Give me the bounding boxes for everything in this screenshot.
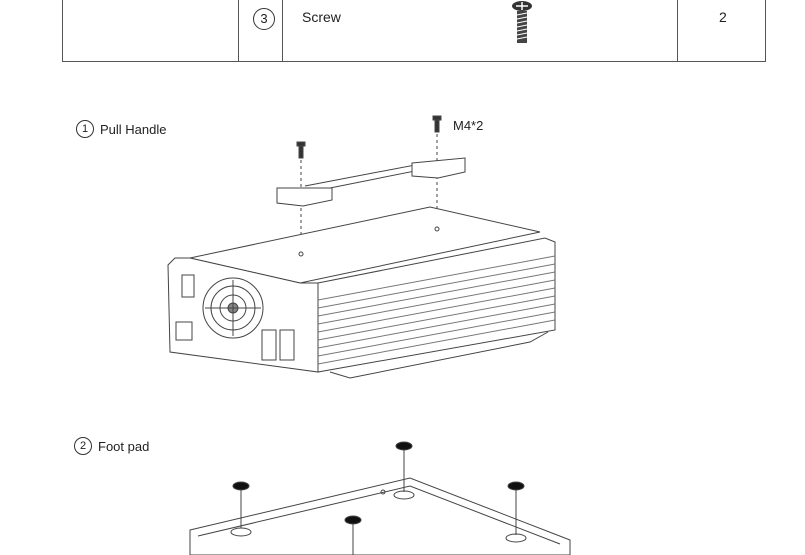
table-divider xyxy=(282,0,283,61)
section-number: 2 xyxy=(74,437,92,455)
section-number: 1 xyxy=(76,120,94,138)
section-label: Foot pad xyxy=(98,438,150,454)
table-divider xyxy=(677,0,678,61)
foot-pad-icon xyxy=(507,481,525,491)
table-divider xyxy=(238,0,239,61)
screw-callout: M4*2 xyxy=(453,118,484,133)
foot-pad-icon xyxy=(395,441,413,451)
part-number: 3 xyxy=(253,8,275,30)
foot-pad-icon xyxy=(344,515,362,525)
part-name: Screw xyxy=(302,9,341,25)
section-label: Pull Handle xyxy=(100,121,167,137)
screw-illustration xyxy=(512,1,532,43)
parts-table-row: 3 Screw 2 xyxy=(62,0,766,62)
section-title-foot-pad: 2 Foot pad xyxy=(74,437,149,455)
part-quantity: 2 xyxy=(719,9,727,25)
foot-pad-icon xyxy=(232,481,250,491)
section-title-pull-handle: 1 Pull Handle xyxy=(76,120,167,138)
